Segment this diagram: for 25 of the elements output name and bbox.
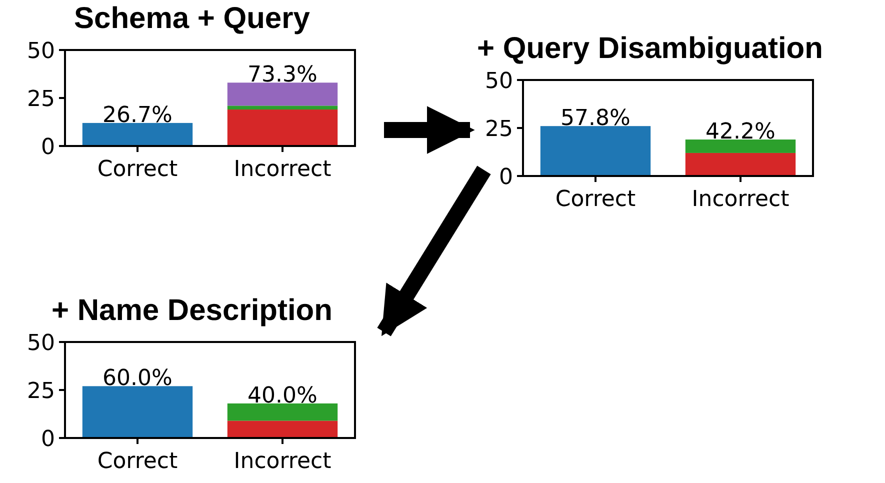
chart-title: + Name Description	[52, 294, 332, 328]
category-label: Incorrect	[692, 187, 790, 212]
category-label: Incorrect	[234, 449, 332, 474]
tick-label: 0	[41, 135, 55, 160]
arrow	[384, 106, 475, 154]
value-label: 73.3%	[248, 62, 318, 88]
tick-label: 50	[485, 70, 513, 94]
tick-label: 25	[27, 379, 55, 404]
category-label: Correct	[555, 187, 636, 212]
tick-label: 25	[27, 87, 55, 112]
tick-label: 50	[27, 40, 55, 64]
tick-label: 50	[27, 332, 55, 356]
value-label: 57.8%	[560, 106, 630, 132]
value-label: 26.7%	[102, 102, 172, 128]
category-label: Incorrect	[234, 157, 332, 182]
chart-title: + Query Disambiguation	[477, 32, 823, 66]
value-label: 42.2%	[706, 120, 776, 145]
category-label: Correct	[97, 449, 178, 474]
value-label: 60.0%	[102, 366, 172, 392]
tick-label: 0	[499, 165, 513, 190]
category-label: Correct	[97, 157, 178, 182]
tick-label: 25	[485, 117, 513, 142]
chart-title: Schema + Query	[74, 2, 310, 36]
tick-label: 0	[41, 427, 55, 452]
value-label: 40.0%	[248, 383, 318, 408]
